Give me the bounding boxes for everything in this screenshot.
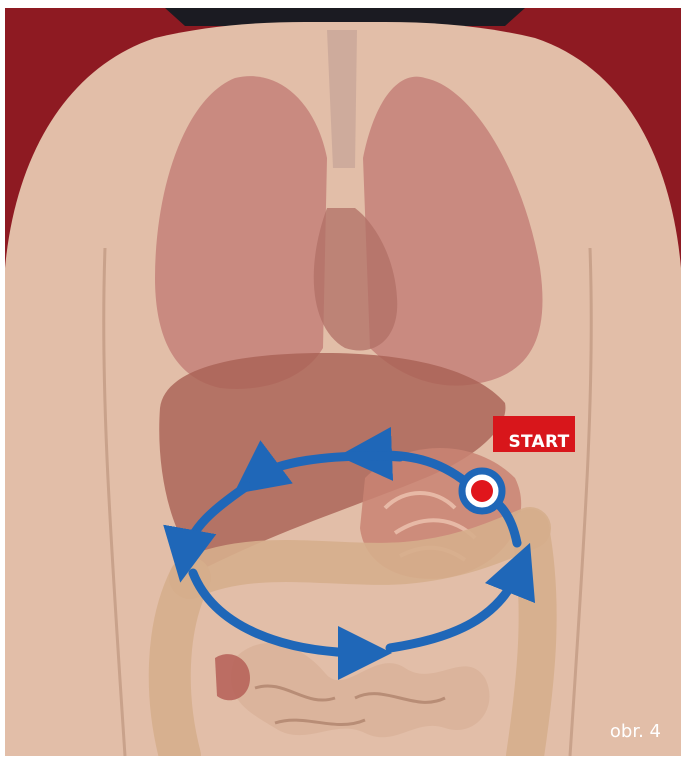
descending-colon (525, 528, 538, 756)
anatomy-photo: START obr. 4 (5, 8, 681, 756)
start-label: START (498, 424, 580, 460)
figure-caption: obr. 4 (610, 721, 661, 742)
ascending-colon (170, 578, 190, 756)
anatomy-illustration (5, 8, 681, 756)
start-dot-icon (462, 471, 502, 511)
